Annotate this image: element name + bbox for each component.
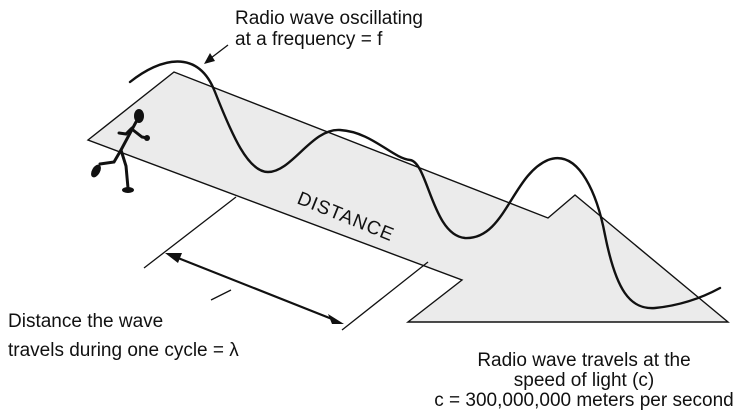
running-person-icon bbox=[91, 109, 150, 193]
frequency-pointer-line bbox=[210, 44, 229, 59]
wavelength-arrowhead-right bbox=[328, 314, 344, 324]
dimension-extension-line-right bbox=[341, 261, 429, 331]
frequency-label-line1: Radio wave oscillating bbox=[235, 8, 423, 29]
speed-label-line3: c = 300,000,000 meters per second bbox=[434, 390, 733, 411]
speed-label-line2: speed of light (c) bbox=[514, 370, 654, 391]
wavelength-label-line2: travels during one cycle = λ bbox=[8, 340, 239, 361]
frequency-pointer-arrowhead bbox=[204, 53, 215, 64]
wavelength-label-line1: Distance the wave bbox=[8, 311, 163, 332]
dimension-extension-line-left bbox=[143, 196, 237, 269]
cycle-leader-line bbox=[210, 289, 232, 301]
wavelength-arrow bbox=[177, 256, 333, 321]
distance-road bbox=[86, 71, 730, 323]
wavelength-arrowhead-left bbox=[165, 253, 182, 263]
speed-label-line1: Radio wave travels at the bbox=[477, 350, 690, 371]
radio-wave bbox=[128, 60, 722, 310]
frequency-label-line2: at a frequency = f bbox=[235, 29, 383, 50]
